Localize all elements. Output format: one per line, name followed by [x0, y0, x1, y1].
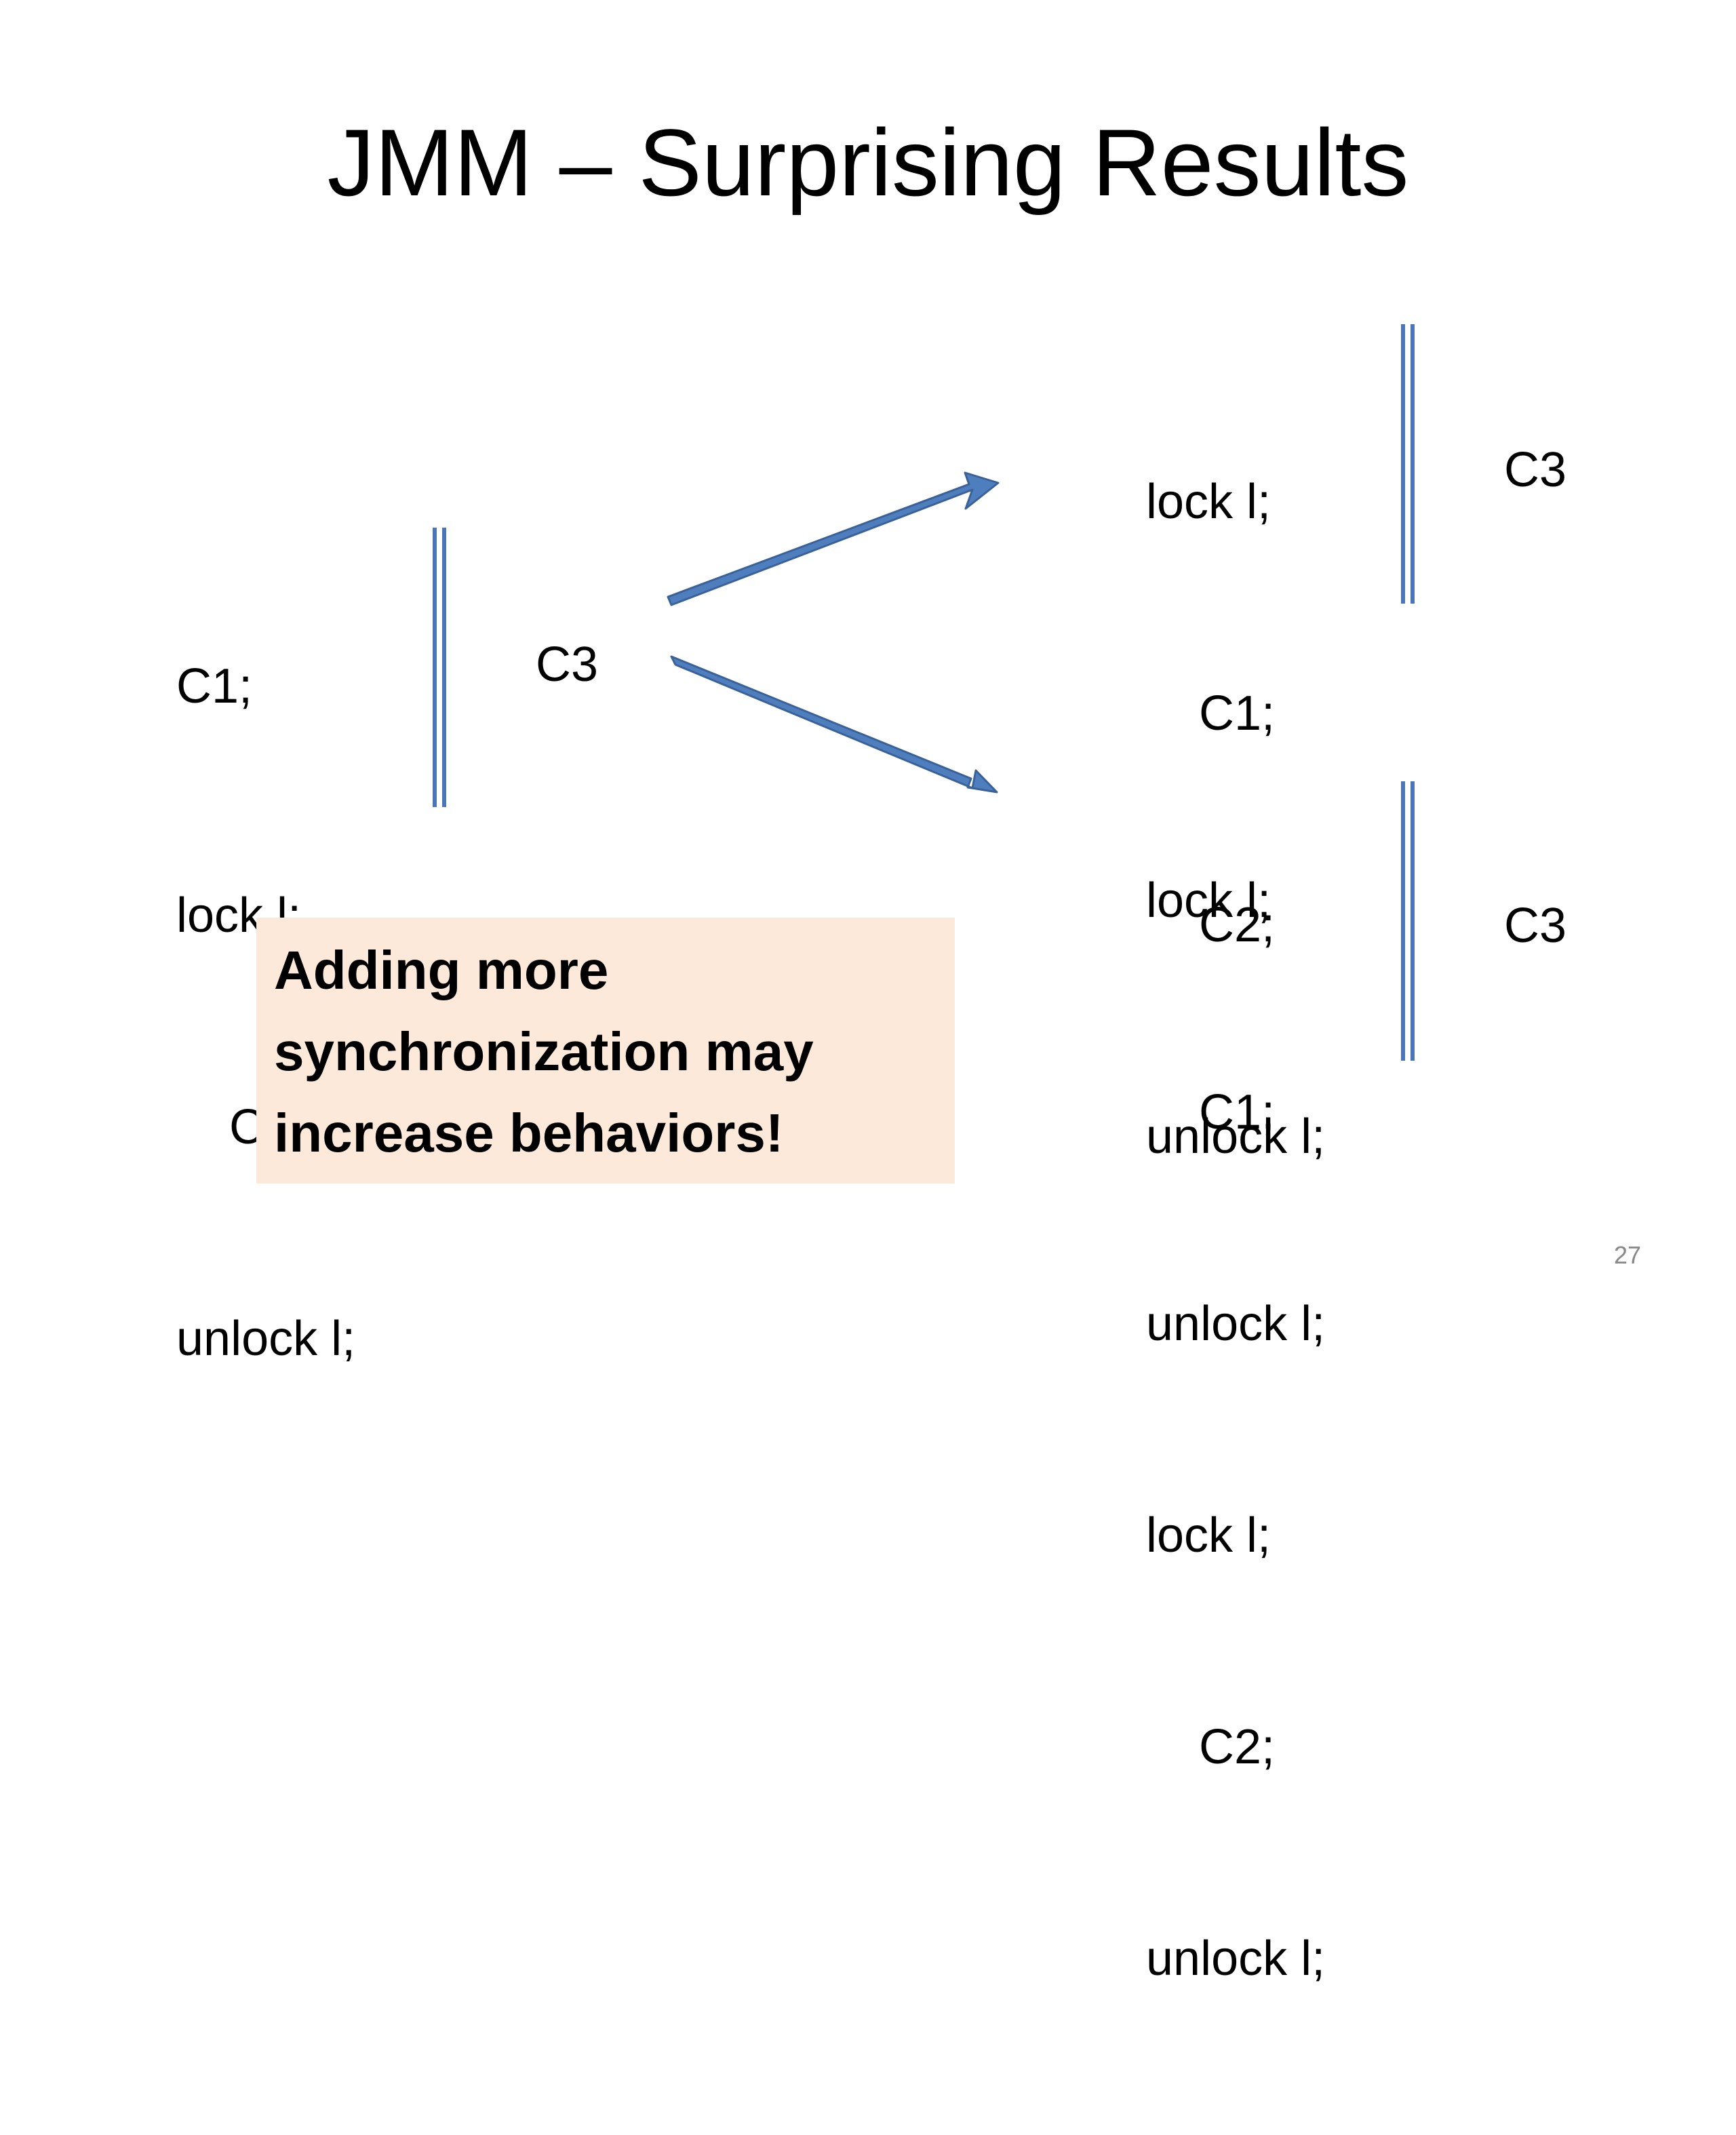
arrows — [667, 471, 1000, 794]
arrow-up-right — [667, 471, 1000, 606]
page-number: 27 — [1614, 1241, 1642, 1269]
bottom-right-line-unlock-2: unlock l; — [1146, 1932, 1326, 1986]
left-line-unlock: unlock l; — [176, 1312, 356, 1366]
bottom-right-parallel-bar — [1401, 781, 1415, 1061]
callout-line-2: synchronization may — [274, 1021, 814, 1082]
bottom-right-line-c2: C2; — [1199, 1720, 1276, 1774]
left-parallel-bar — [433, 528, 446, 807]
top-right-c3-label: C3 — [1504, 443, 1567, 497]
callout-line-1: Adding more — [274, 940, 609, 1000]
left-line-c1: C1; — [176, 659, 253, 713]
slide-title: JMM – Surprising Results — [327, 109, 1409, 216]
arrow-down-right — [670, 655, 998, 794]
callout-line-3: increase behaviors! — [274, 1103, 784, 1163]
left-c3-label: C3 — [536, 638, 599, 692]
top-right-line-c1: C1; — [1199, 686, 1276, 741]
bottom-right-line-lock-2: lock l; — [1146, 1508, 1271, 1563]
callout-box: Adding more synchronization may increase… — [256, 918, 955, 1183]
top-right-line-lock: lock l; — [1146, 475, 1271, 529]
top-right-program: lock l; C1; C2; unlock l; — [1146, 326, 1390, 1313]
bottom-right-c3-label: C3 — [1504, 899, 1567, 953]
top-right-line-unlock: unlock l; — [1146, 1110, 1326, 1164]
bottom-right-line-c1: C1; — [1199, 1085, 1276, 1139]
bottom-right-line-lock-1: lock l; — [1146, 874, 1271, 928]
top-right-parallel-bar — [1401, 324, 1415, 604]
top-right-line-c2: C2; — [1199, 898, 1276, 952]
slide: JMM – Surprising Results C1; lock l; C2;… — [176, 109, 1642, 1986]
